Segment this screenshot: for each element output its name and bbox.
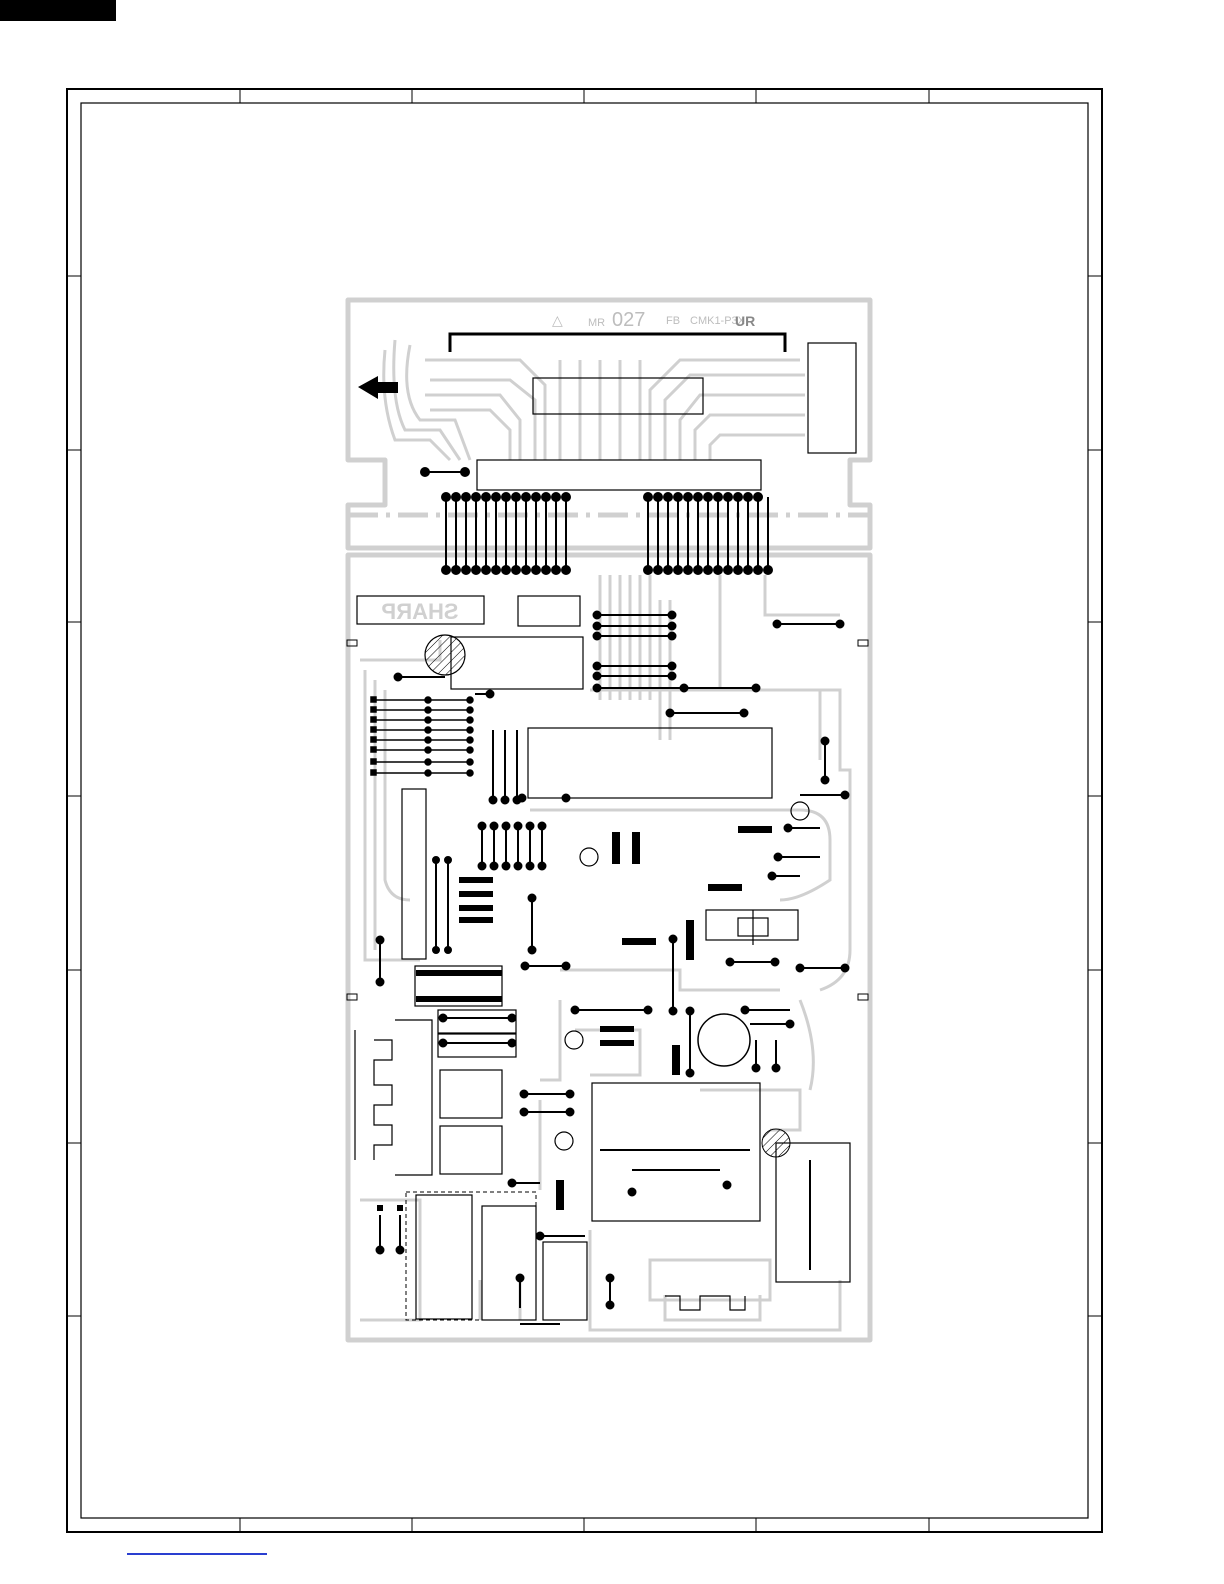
edge-markers	[347, 640, 868, 1000]
misc-jumpers	[377, 792, 849, 1325]
maker-marking: SHARP	[381, 599, 458, 624]
left-arrow-icon	[358, 376, 398, 399]
bottom-connector	[665, 1296, 745, 1310]
svg-text:UR: UR	[735, 313, 755, 329]
side-connector	[808, 343, 856, 453]
microcontroller-ic	[528, 728, 772, 798]
resistor-group-mid	[479, 730, 570, 870]
board-code-prefix: FB	[666, 315, 680, 327]
jumper-bank-right	[644, 493, 772, 574]
svg-text:△: △	[552, 312, 563, 328]
dashed-relay-area	[406, 1192, 536, 1320]
electrolytic-capacitor	[698, 1014, 750, 1066]
jumper-top-left	[421, 468, 469, 476]
board-code-number: 027	[612, 309, 645, 331]
transformer	[592, 1083, 760, 1221]
jumper-bank-left	[442, 493, 570, 574]
ic-top	[451, 637, 583, 689]
board-marking-top: △ MR 027 FB CMK1-P3X UR	[552, 309, 755, 331]
display-connector	[450, 334, 785, 352]
top-traces	[384, 340, 805, 460]
lcd-strip	[477, 460, 761, 490]
board-code-suffix: MR	[588, 317, 605, 329]
hatched-cap-right	[762, 1129, 790, 1157]
buzzer	[425, 635, 465, 675]
left-bottom-connector	[355, 1020, 432, 1175]
footer-link-underline[interactable]	[127, 1553, 267, 1555]
transistor-symbols	[555, 802, 809, 1150]
